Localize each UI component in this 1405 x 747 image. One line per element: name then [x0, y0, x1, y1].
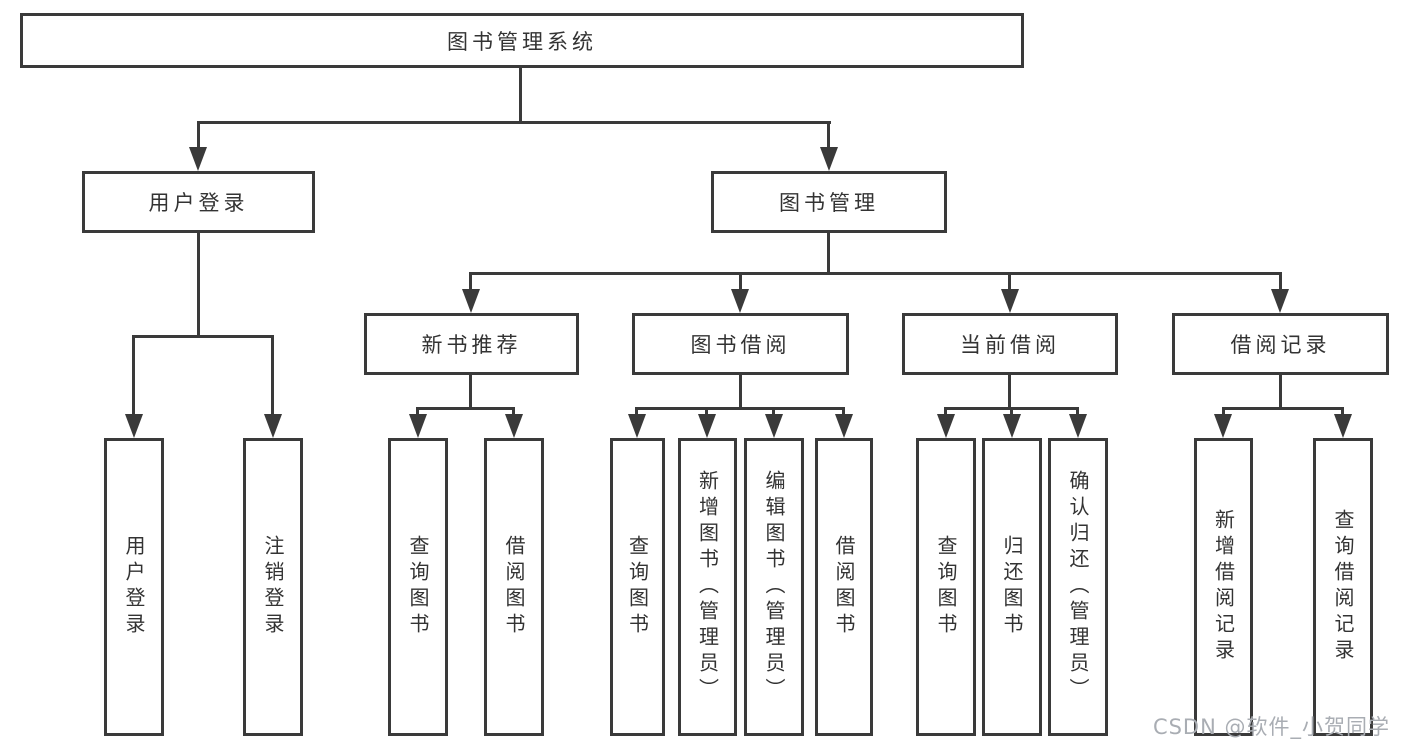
connector-line — [635, 407, 638, 417]
arrowhead-down-icon — [125, 414, 143, 438]
connector-line — [1008, 272, 1011, 292]
connector-line — [197, 233, 200, 335]
node-library-management-system: 图书管理系统 — [20, 13, 1024, 68]
connector-line — [519, 68, 522, 121]
leaf-add-book-admin: 新增图书（管理员） — [678, 438, 737, 736]
connector-line — [739, 375, 742, 407]
connector-line — [132, 335, 135, 417]
arrowhead-down-icon — [1334, 414, 1352, 438]
connector-line — [1279, 272, 1282, 292]
arrowhead-down-icon — [628, 414, 646, 438]
leaf-borrow-books-recommend: 借阅图书 — [484, 438, 544, 736]
connector-line — [1279, 375, 1282, 407]
arrowhead-down-icon — [1069, 414, 1087, 438]
leaf-query-books-current: 查询图书 — [916, 438, 976, 736]
arrowhead-down-icon — [731, 289, 749, 313]
arrowhead-down-icon — [264, 414, 282, 438]
connector-line — [197, 121, 831, 124]
connector-line — [512, 407, 515, 417]
leaf-return-books: 归还图书 — [982, 438, 1042, 736]
arrowhead-down-icon — [765, 414, 783, 438]
connector-line — [132, 335, 274, 338]
leaf-borrow-books: 借阅图书 — [815, 438, 873, 736]
connector-line — [1076, 407, 1079, 417]
arrowhead-down-icon — [1214, 414, 1232, 438]
arrowhead-down-icon — [189, 147, 207, 171]
connector-line — [416, 407, 419, 417]
connector-line — [705, 407, 708, 417]
connector-line — [469, 272, 472, 292]
connector-line — [635, 407, 845, 410]
csdn-watermark: CSDN @软件_小贺同学 — [1152, 715, 1390, 739]
leaf-logout: 注销登录 — [243, 438, 303, 736]
arrowhead-down-icon — [820, 147, 838, 171]
arrowhead-down-icon — [409, 414, 427, 438]
connector-line — [271, 335, 274, 417]
leaf-add-borrow-record: 新增借阅记录 — [1194, 438, 1253, 736]
connector-line — [944, 407, 947, 417]
arrowhead-down-icon — [462, 289, 480, 313]
connector-line — [416, 407, 515, 410]
connector-line — [1010, 407, 1013, 417]
arrowhead-down-icon — [1271, 289, 1289, 313]
leaf-confirm-return-admin: 确认归还（管理员） — [1048, 438, 1108, 736]
node-current-borrowing: 当前借阅 — [902, 313, 1118, 375]
connector-line — [842, 407, 845, 417]
node-book-management: 图书管理 — [711, 171, 947, 233]
leaf-query-books-recommend: 查询图书 — [388, 438, 448, 736]
connector-line — [1222, 407, 1344, 410]
arrowhead-down-icon — [1003, 414, 1021, 438]
leaf-query-books-borrow: 查询图书 — [610, 438, 665, 736]
node-user-login: 用户登录 — [82, 171, 315, 233]
connector-line — [469, 375, 472, 407]
arrowhead-down-icon — [1001, 289, 1019, 313]
arrowhead-down-icon — [937, 414, 955, 438]
connector-line — [739, 272, 742, 292]
connector-line — [197, 121, 200, 151]
connector-line — [827, 121, 830, 151]
connector-line — [772, 407, 775, 417]
arrowhead-down-icon — [698, 414, 716, 438]
leaf-edit-book-admin: 编辑图书（管理员） — [744, 438, 804, 736]
leaf-user-login: 用户登录 — [104, 438, 164, 736]
connector-line — [1008, 375, 1011, 407]
node-new-book-recommendation: 新书推荐 — [364, 313, 579, 375]
connector-line — [1341, 407, 1344, 417]
leaf-query-borrow-record: 查询借阅记录 — [1313, 438, 1373, 736]
connector-line — [469, 272, 1281, 275]
node-book-borrowing: 图书借阅 — [632, 313, 849, 375]
node-borrowing-records: 借阅记录 — [1172, 313, 1389, 375]
connector-line — [1222, 407, 1225, 417]
arrowhead-down-icon — [835, 414, 853, 438]
connector-line — [827, 233, 830, 272]
arrowhead-down-icon — [505, 414, 523, 438]
